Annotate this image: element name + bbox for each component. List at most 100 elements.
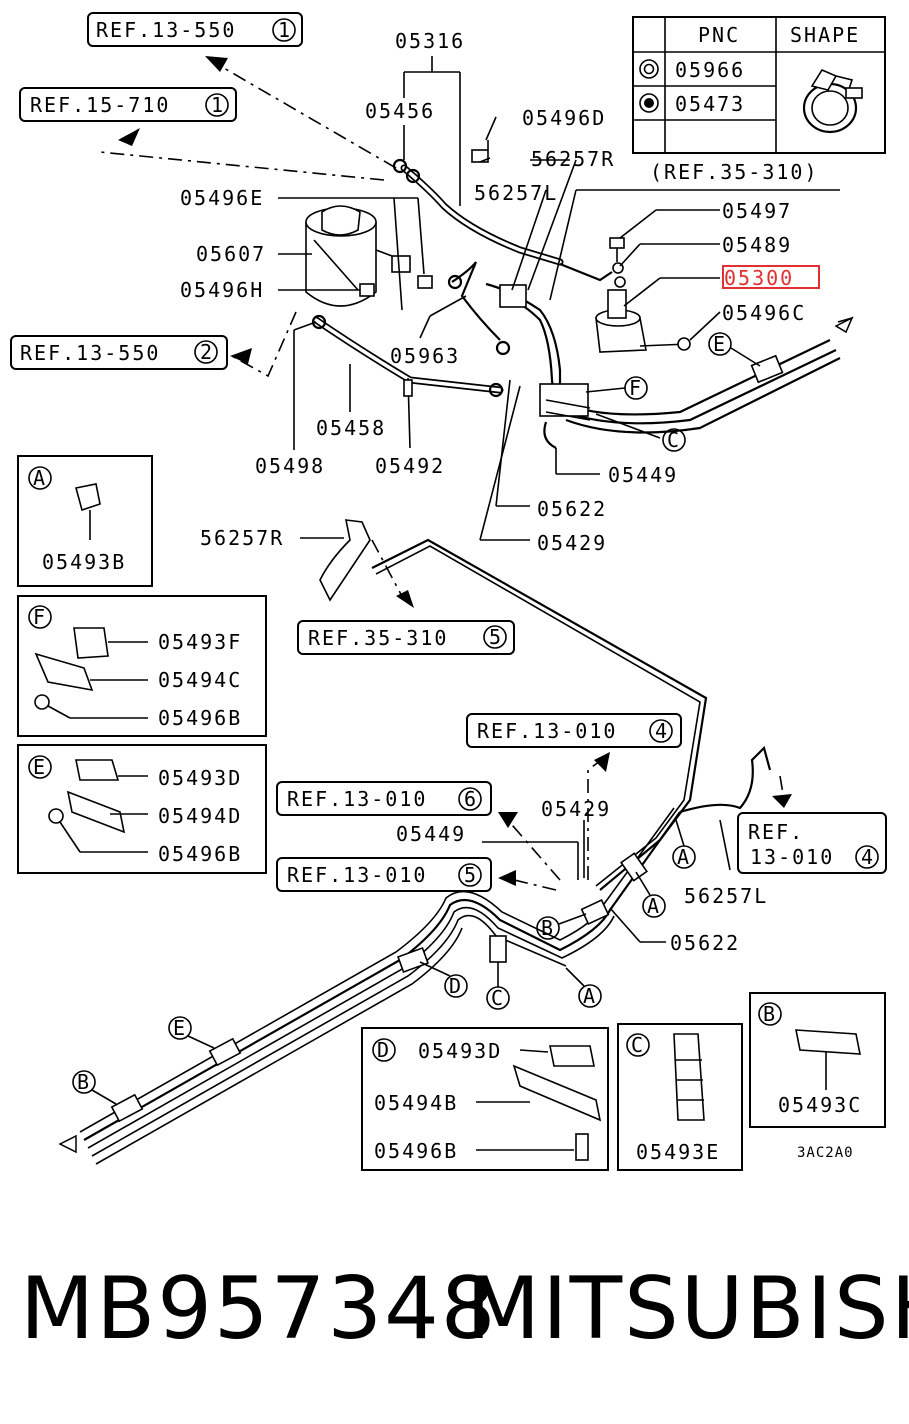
bracket-icon [34, 652, 94, 692]
svg-text:05494C: 05494C [158, 668, 242, 692]
label-05429-top: 05429 [537, 531, 607, 555]
arrow-icon [58, 1134, 77, 1154]
callout-b-lower-2: B [72, 1070, 117, 1105]
svg-text:4: 4 [861, 845, 875, 869]
label-05496D: 05496D [522, 106, 606, 130]
svg-text:A: A [677, 845, 691, 869]
svg-text:05493D: 05493D [418, 1039, 502, 1063]
filled-ring-icon [639, 93, 659, 113]
ref-label-35-310[interactable]: (REF.35-310) [650, 160, 819, 184]
svg-text:13-010: 13-010 [750, 845, 834, 869]
callout-c-lower: C [486, 962, 510, 1010]
svg-text:B: B [541, 916, 555, 940]
detail-box-b: B 05493C [749, 992, 886, 1128]
label-05300[interactable]: 05300 [724, 266, 794, 290]
callout-f-upper: F [585, 376, 648, 400]
highlight-box [722, 265, 820, 289]
clamp-icon [392, 158, 408, 174]
callout-c-upper: C [662, 428, 686, 452]
solenoid-05300 [595, 289, 691, 353]
arrow-icon [205, 56, 228, 72]
svg-text:REF.35-310: REF.35-310 [308, 626, 448, 650]
clamp-icon [488, 382, 504, 398]
detail-box-a: A 05493B [17, 455, 153, 587]
svg-text:REF.15-710: REF.15-710 [30, 93, 170, 117]
bolt-05496H [359, 283, 375, 297]
label-05607: 05607 [196, 242, 266, 266]
bracket-icon [66, 790, 126, 834]
label-56257R-mid: 56257R [200, 526, 284, 550]
svg-text:2: 2 [200, 340, 214, 364]
shape-header: SHAPE [790, 23, 860, 47]
svg-text:REF.13-010: REF.13-010 [477, 719, 617, 743]
svg-text:F: F [33, 605, 47, 629]
svg-text:05493E: 05493E [636, 1140, 720, 1164]
svg-text:05494B: 05494B [374, 1091, 458, 1115]
label-05963: 05963 [390, 344, 460, 368]
svg-text:1: 1 [278, 18, 292, 42]
label-05496H: 05496H [180, 278, 264, 302]
arrow-icon [230, 348, 252, 364]
svg-text:B: B [77, 1070, 91, 1094]
clamp-icon [405, 168, 421, 184]
clamp-icon [447, 274, 463, 290]
clip-icon [673, 1033, 705, 1121]
canister-05607 [305, 205, 411, 307]
detail-box-d: D 05493D 05494B 05496B [361, 1027, 609, 1171]
arrow-icon [498, 870, 516, 886]
washer-icon [614, 276, 626, 288]
callout-a-lower-1: A [672, 819, 696, 869]
callout-d-lower: D [419, 961, 468, 998]
label-05489: 05489 [722, 233, 792, 257]
bracket-05316 [403, 56, 461, 206]
ref-label-13-010-5[interactable]: REF.13-010 5 [276, 857, 492, 892]
svg-text:5: 5 [489, 625, 503, 649]
label-05498: 05498 [255, 454, 325, 478]
brand-name: MITSUBISHI [466, 1259, 909, 1359]
svg-text:A: A [33, 466, 47, 490]
svg-text:REF.13-010: REF.13-010 [287, 787, 427, 811]
svg-text:05493B: 05493B [42, 550, 126, 574]
svg-text:B: B [763, 1002, 777, 1026]
ref-label-35-310-5[interactable]: REF.35-310 5 [297, 620, 515, 655]
arrow-icon [118, 128, 140, 146]
label-56257L-low: 56257L [684, 884, 768, 908]
callout-b-lower: B [536, 913, 587, 940]
svg-text:E: E [33, 755, 47, 779]
ref-label-13-010-4-right[interactable]: REF. 13-010 4 [737, 812, 887, 874]
label-05496C: 05496C [722, 301, 806, 325]
svg-text:6: 6 [464, 787, 478, 811]
arrow-icon [834, 316, 854, 334]
svg-text:C: C [491, 986, 505, 1010]
bracket-icon [512, 1064, 602, 1122]
clip-icon [75, 759, 120, 781]
svg-text:4: 4 [655, 719, 669, 743]
label-05456: 05456 [365, 99, 435, 123]
pnc-row-1: 05966 [675, 58, 745, 82]
ref-label-15-710-1[interactable]: REF.15-710 1 [19, 87, 237, 122]
clip-icon [549, 1045, 595, 1067]
svg-text:REF.13-010: REF.13-010 [287, 863, 427, 887]
callout-e-lower: E [168, 1016, 215, 1049]
arrow-icon [594, 752, 610, 772]
bolt-icon [677, 337, 691, 351]
double-ring-icon [639, 59, 659, 79]
label-05492: 05492 [375, 454, 445, 478]
svg-text:A: A [583, 984, 597, 1008]
pnc-table: PNC SHAPE 05966 05473 [632, 16, 886, 154]
label-05496E: 05496E [180, 186, 264, 210]
clip-icon [795, 1029, 861, 1055]
label-05449-low: 05449 [396, 822, 466, 846]
detail-box-e: E 05493D 05494D 05496B [17, 744, 267, 874]
svg-text:REF.: REF. [748, 820, 804, 844]
clamp-icon [495, 340, 511, 356]
svg-text:05496B: 05496B [374, 1139, 458, 1163]
ref-label-13-550-2[interactable]: REF.13-550 2 [10, 335, 228, 370]
bolt-icon [48, 808, 64, 824]
ref-label-13-550-1[interactable]: REF.13-550 1 [87, 12, 303, 47]
svg-text:05494D: 05494D [158, 804, 242, 828]
label-05458: 05458 [316, 416, 386, 440]
ref-label-13-010-4-top[interactable]: REF.13-010 4 [466, 713, 682, 748]
ref-label-13-010-6[interactable]: REF.13-010 6 [276, 781, 492, 816]
arrow-icon [772, 794, 792, 808]
